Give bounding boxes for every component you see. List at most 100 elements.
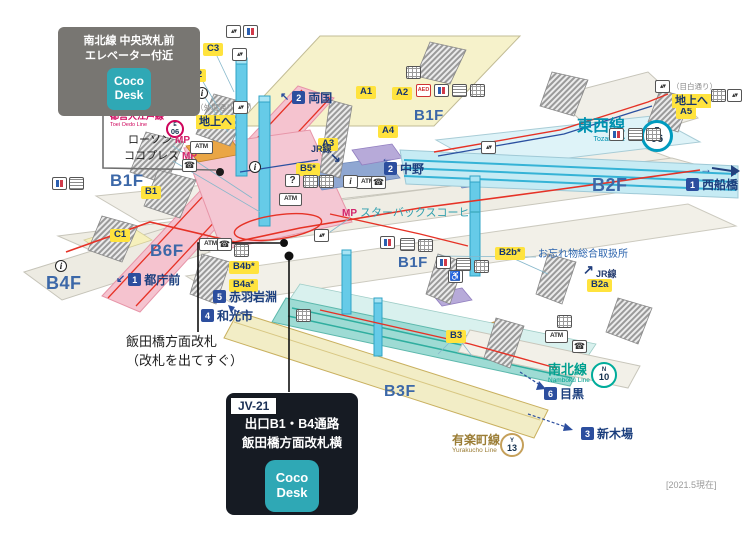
direction-wakoshi: 4 和光市 [201, 309, 253, 322]
floor-label-b1f-center: B1F [398, 254, 428, 271]
stairs-icon [69, 177, 84, 190]
line-number: 13 [506, 442, 517, 453]
oedo-line-label: 都営大江戸線 Toei Oedo Line [110, 111, 164, 128]
aed-icon: AED [416, 84, 431, 97]
jr-line-label: JR線 [311, 144, 332, 154]
yurakucho-line-label: 有楽町線 Yurakucho Line [452, 433, 500, 455]
phone-icon: ☎ [572, 340, 587, 353]
atm-label: ATM [545, 330, 568, 343]
shop-starbucks: MP スターバックスコーヒー [342, 208, 481, 219]
exit-label-b3: B3 [446, 330, 467, 343]
stair-ramps [87, 41, 691, 369]
line-letter: N [601, 367, 607, 374]
shop-name: ココプレス [124, 150, 179, 162]
line-name-jp: 南北線 [548, 362, 588, 377]
surface-exit-mejiro: （目白通り） 地上へ [672, 82, 717, 109]
jr-line-label: JR線 [596, 269, 617, 279]
exit-label-b1: B1 [141, 186, 162, 199]
floor-label-b1f-left: B1F [110, 171, 144, 190]
info-icon: i [343, 175, 358, 188]
locker-icon [646, 128, 661, 141]
line-name-en: Yurakucho Line [452, 447, 497, 455]
direction-arrow-icon: ↖ [280, 91, 290, 103]
mp-badge: MP [182, 150, 197, 162]
elevator-icon: ▴▾ [727, 89, 742, 102]
floor-label-b3f: B3F [384, 383, 416, 400]
floor-label-b4f: B4F [46, 273, 82, 293]
direction-ryogoku: ↖ 2 両国 [280, 91, 332, 104]
location-code-tag: JV-21 [230, 397, 278, 416]
callout-text: 飯田橋方面改札横 [241, 435, 342, 450]
info-icon: i [55, 260, 67, 272]
exit-label-c3: C3 [203, 43, 224, 56]
elevator-icon: ▴▾ [233, 101, 248, 114]
stairs-icon [400, 238, 415, 251]
locker-icon [296, 309, 311, 322]
direction-name: 新木場 [597, 426, 634, 441]
elevator-icon: ▴▾ [481, 141, 496, 154]
exit-label-b2b: B2b* [495, 247, 525, 260]
surface-exit-sotobori: （外堀通り沿い） 地上へ [196, 103, 256, 130]
direction-tochomae: ↙ 1 都庁前 [116, 273, 180, 286]
stairs-icon [452, 84, 467, 97]
stairs-icon [456, 258, 471, 271]
restroom-icon [380, 236, 395, 249]
direction-number: 1 [128, 273, 142, 286]
direction-meguro: 6 目黒 [544, 387, 584, 400]
locker-icon [711, 89, 726, 102]
direction-number: 2 [292, 91, 306, 104]
gate-callout: 飯田橋方面改札 （改札を出てすぐ） [126, 333, 243, 371]
callout-text: 南北線 中央改札前 [83, 35, 175, 47]
callout-text: （改札を出てすぐ） [126, 352, 244, 368]
direction-number: 6 [544, 387, 557, 400]
direction-name: 目黒 [560, 386, 585, 401]
line-letter: E [173, 121, 177, 128]
badge-text: Desk [114, 87, 144, 102]
namboku-line-label: 南北線 Namboku Line [548, 362, 590, 384]
yurakucho-line-symbol: Y 13 [500, 433, 524, 457]
oedo-line-symbol: E 06 [166, 120, 184, 138]
cocodesk-badge: Coco Desk [265, 459, 319, 512]
exit-label-c1: C1 [110, 229, 131, 242]
exit-label-b4a: B4a* [229, 279, 259, 292]
elevator-shafts [235, 57, 481, 357]
locker-icon [418, 239, 433, 252]
yurakucho-line-band [223, 311, 549, 439]
direction-number: 1 [686, 178, 699, 191]
cocodesk-callout-south: JV-21 出口B1・B4通路 飯田橋方面改札横 Coco Desk [226, 393, 358, 515]
direction-number: 4 [201, 309, 214, 322]
phone-icon: ☎ [217, 238, 232, 251]
cocodesk-callout-north: 南北線 中央改札前 エレベーター付近 Coco Desk [58, 27, 200, 116]
locker-icon [303, 175, 318, 188]
cocodesk-badge: Coco Desk [107, 67, 151, 110]
elevator-icon: ▴▾ [655, 80, 670, 93]
question-info-icon: ? [285, 174, 300, 187]
elevator-icon: ▴▾ [314, 229, 329, 242]
direction-shin-kiba: 3 新木場 [581, 427, 633, 440]
street-name: （目白通り） [672, 82, 717, 91]
exit-label-a1: A1 [356, 86, 377, 99]
direction-number: 2 [384, 162, 397, 175]
direction-name: 両国 [308, 90, 333, 105]
namboku-line-symbol: N 10 [591, 362, 617, 388]
restroom-icon [436, 256, 451, 269]
restroom-icon [243, 25, 258, 38]
locker-icon [474, 260, 489, 273]
exit-label-a3: A3 [318, 138, 339, 151]
locker-icon [470, 84, 485, 97]
phone-icon: ☎ [371, 176, 386, 189]
direction-name: 中野 [400, 161, 425, 176]
callout-text: エレベーター付近 [85, 49, 173, 62]
arrow-left-icon: ← [381, 151, 393, 165]
lost-and-found-label: お忘れ物総合取扱所 [538, 249, 628, 260]
direction-name: 都庁前 [144, 272, 181, 287]
atm-label: ATM [190, 141, 213, 154]
stairs-icon [628, 128, 643, 141]
mp-badge: MP [175, 134, 190, 146]
to-ground-label: 地上へ [196, 115, 235, 130]
elevator-icon: ▴▾ [226, 25, 241, 38]
direction-akabane-iwabuchi: 5 赤羽岩淵 [213, 290, 277, 303]
exit-label-b5: B5* [296, 163, 320, 176]
